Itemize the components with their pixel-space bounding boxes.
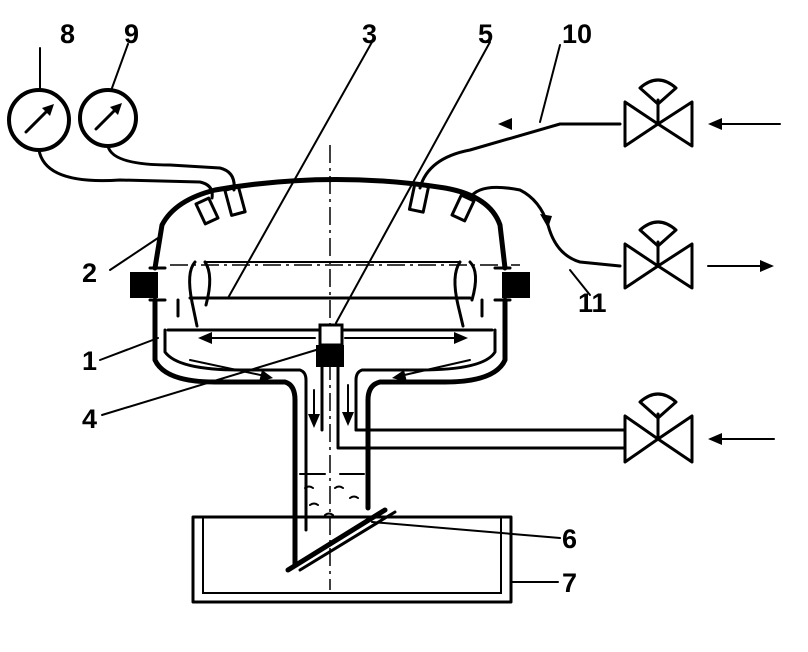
- callout-10: 10: [562, 19, 592, 49]
- callout-1: 1: [82, 346, 97, 376]
- callout-4: 4: [82, 404, 97, 434]
- leader-lines: [39, 41, 591, 583]
- right-flange: [502, 272, 530, 298]
- tank-inner: [202, 516, 502, 594]
- gauge-9: [78, 88, 138, 148]
- callout-8: 8: [60, 19, 75, 49]
- callout-6: 6: [562, 524, 577, 554]
- rotor-tray: [176, 260, 484, 328]
- center-lines: [170, 145, 520, 590]
- central-nozzle: [316, 323, 344, 432]
- valve-middle: [623, 220, 774, 290]
- callout-9: 9: [124, 19, 139, 49]
- callout-labels: 8 9 3 5 10 2 1 4 11 6 7: [60, 19, 607, 598]
- valve-top: [623, 78, 781, 148]
- drain-tube: [285, 427, 397, 573]
- lid-ports: [194, 182, 476, 226]
- left-flange: [130, 272, 158, 298]
- flow-arrows: [189, 332, 471, 428]
- line-10-arrow: [498, 118, 512, 130]
- callout-3: 3: [362, 19, 377, 49]
- callout-11: 11: [578, 288, 607, 318]
- lid-dome: [152, 177, 508, 271]
- callout-2: 2: [82, 258, 97, 288]
- gauge-8: [7, 88, 71, 152]
- lower-bowl: [152, 297, 298, 543]
- receiving-tank: [191, 515, 513, 604]
- gas-lines: [418, 118, 622, 268]
- feed-pipe: [336, 416, 627, 450]
- line-11-arrow: [540, 214, 552, 228]
- callout-7: 7: [562, 568, 577, 598]
- callout-5: 5: [478, 19, 493, 49]
- gauge-tubes: [37, 144, 236, 200]
- lower-bowl-right: [365, 297, 508, 433]
- flange-clamps: [130, 266, 530, 302]
- valve-bottom: [623, 392, 775, 464]
